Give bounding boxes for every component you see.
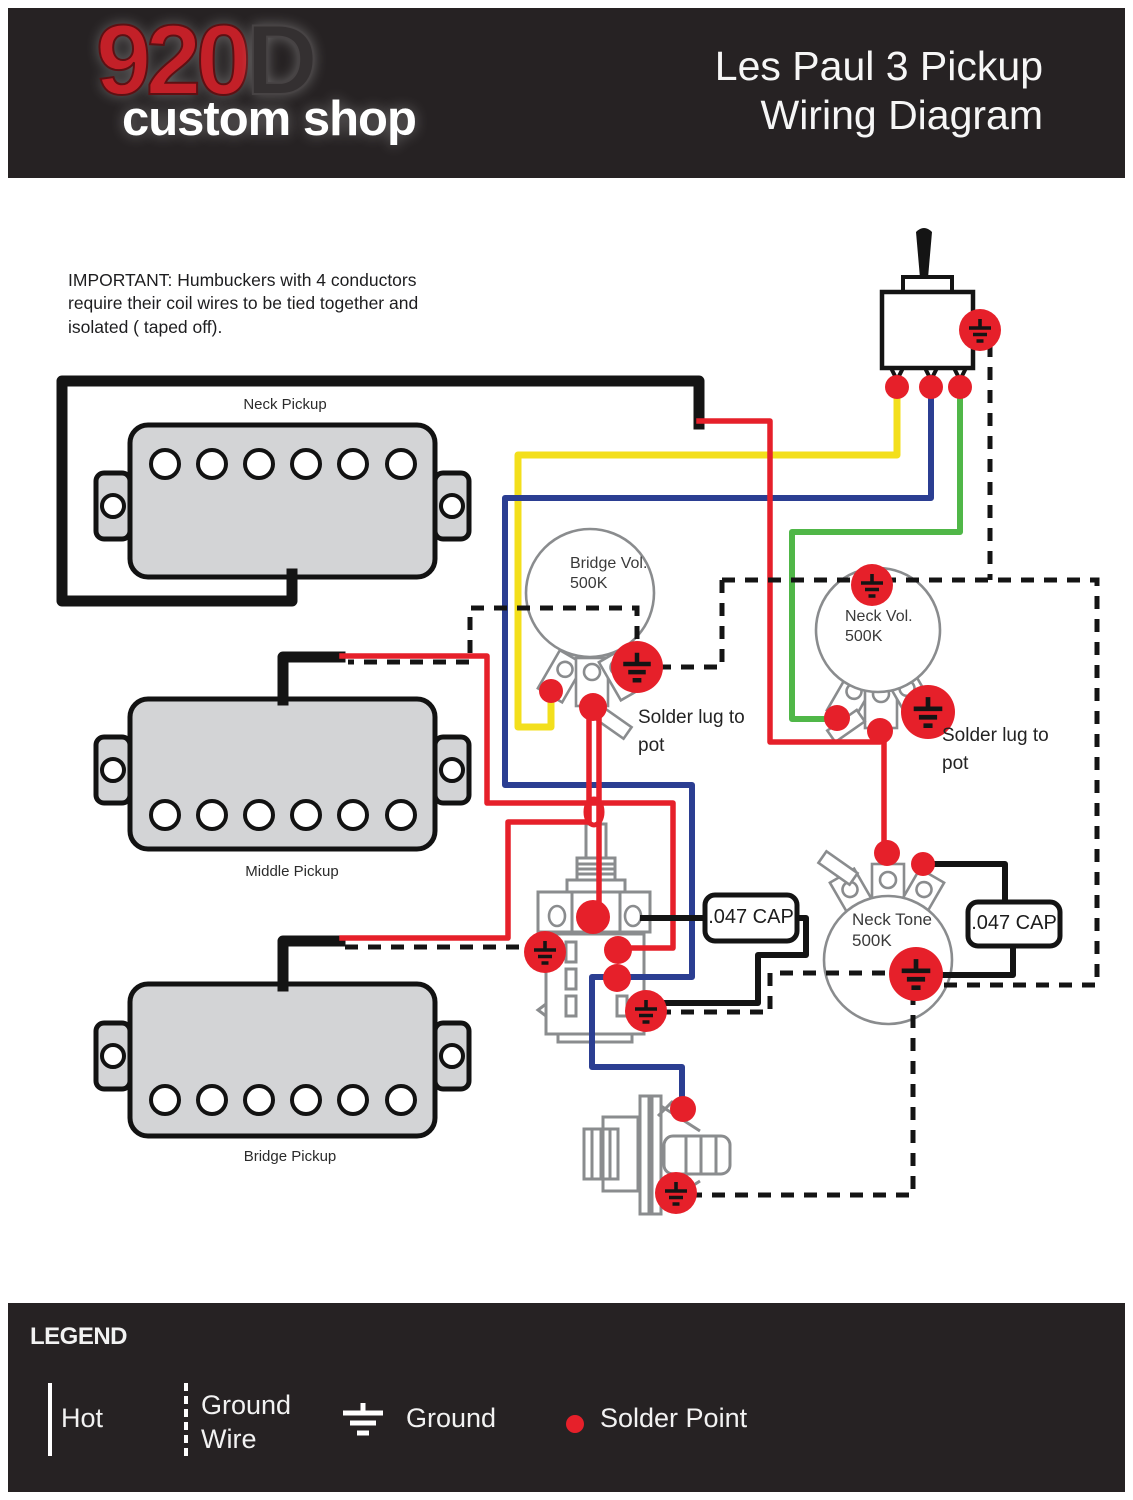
ground-solder-point (889, 947, 943, 1001)
bridge-pickup-label: Bridge Pickup (243, 1148, 337, 1165)
bridge-pickup (93, 981, 472, 1139)
bridge-pickup-cable (277, 935, 346, 992)
bridge-vol-value: 500K (570, 575, 608, 592)
ground-solder-point (959, 309, 1001, 351)
middle-pickup-poles (149, 799, 417, 831)
solder-lug-note-2: Solder lug to pot (942, 725, 1049, 774)
legend-solder-point-label: Solder Point (600, 1403, 748, 1433)
ground-solder-point (901, 685, 955, 739)
solder-point (919, 375, 943, 399)
blue-wire (502, 390, 934, 1109)
bridge-vol-label: Bridge Vol. (570, 555, 648, 572)
solder-point (867, 718, 893, 744)
page-title-line2: Wiring Diagram (760, 92, 1044, 139)
hot-wire-swatch (48, 1383, 52, 1456)
neck-pickup (93, 422, 472, 580)
cap2-label: .047 CAP (971, 912, 1057, 934)
solder-point-icon (566, 1415, 584, 1433)
solder-point (539, 679, 563, 703)
middle-pickup (93, 696, 472, 852)
solder-point (604, 936, 632, 964)
solder-point (948, 375, 972, 399)
solder-point (603, 964, 631, 992)
legend-panel: LEGEND Hot Ground Wire Ground Solder Poi… (8, 1303, 1125, 1492)
bridge-pickup-body (127, 981, 438, 1139)
cap1-wire-out (660, 915, 809, 1006)
screw-hole-icon (100, 1043, 126, 1069)
neck-vol-label: Neck Vol. (845, 608, 913, 625)
solder-point (824, 705, 850, 731)
legend-ground-label: Ground (406, 1403, 497, 1433)
screw-hole-icon (100, 493, 126, 519)
selector-shaft (584, 822, 608, 860)
toggle-switch (879, 228, 976, 385)
legend-hot-label: Hot (61, 1403, 104, 1433)
solder-point (874, 840, 900, 866)
screw-hole-icon (439, 757, 465, 783)
green-wire (789, 390, 963, 722)
legend-title: LEGEND (30, 1323, 128, 1350)
neck-vol-value: 500K (845, 628, 883, 645)
cap1-box (702, 892, 800, 944)
neck-tone-value: 500K (852, 931, 892, 950)
middle-pickup-label: Middle Pickup (245, 863, 339, 880)
logo-number: 920 (95, 4, 252, 115)
page-title-line1: Les Paul 3 Pickup (714, 43, 1043, 89)
solder-point (911, 852, 935, 876)
screw-hole-icon (439, 1043, 465, 1069)
important-note: IMPORTANT: Humbuckers with 4 conductors … (68, 269, 438, 339)
screw-hole-icon (100, 757, 126, 783)
ground-solder-point (611, 641, 663, 693)
ground-wire-swatch (184, 1383, 188, 1456)
neck-tone-label: Neck Tone (852, 910, 933, 929)
neck-pickup-body (127, 422, 438, 580)
important-note-line2: require their coil wires to be tied toge… (68, 293, 419, 314)
cap1-label: .047 CAP (708, 906, 794, 928)
wiring-diagram-canvas (56, 228, 1100, 1216)
neck-pickup-cable (56, 375, 705, 607)
page-title: Les Paul 3 Pickup Wiring Diagram (715, 42, 1043, 140)
cap2-wire-out (940, 943, 1016, 978)
ground-solder-point (524, 931, 566, 973)
yellow-wire (514, 390, 901, 731)
cap2-box (965, 899, 1063, 949)
screw-hole-icon (439, 493, 465, 519)
solder-point (670, 1096, 696, 1122)
ground-bus (345, 344, 1100, 1198)
important-note-line3: isolated ( taped off). (68, 316, 223, 337)
logo-subtitle: custom shop (122, 92, 417, 146)
middle-hot-wire (339, 653, 676, 951)
bridge-pickup-poles (149, 1084, 417, 1116)
solder-point (885, 375, 909, 399)
neck-pickup-label: Neck Pickup (243, 396, 327, 413)
ground-symbol-icon (343, 1403, 383, 1436)
wire-twist-icon (583, 796, 605, 828)
solder-lug-note-1: Solder lug to pot (638, 707, 745, 756)
ground-solder-point (851, 564, 893, 606)
cap2-wire-in (928, 861, 1008, 905)
solder-point (579, 693, 607, 721)
bridge-hot-wire (339, 707, 592, 941)
logo-letter: D (245, 4, 318, 115)
header-bar: 920D custom shop Les Paul 3 Pickup Wirin… (8, 8, 1125, 178)
toggle-body (879, 289, 976, 371)
ground-solder-point (625, 990, 667, 1032)
ground-solder-point (655, 1172, 697, 1214)
logo-920d: 920D custom shop (95, 9, 417, 146)
solder-points (524, 309, 1001, 1214)
bridge-volume-pot-body (524, 527, 656, 659)
neck-pickup-poles (149, 448, 417, 480)
important-note-line1: IMPORTANT: Humbuckers with 4 conductors (68, 270, 417, 290)
solder-point (576, 900, 610, 934)
legend-ground-wire-label: Ground Wire (201, 1390, 292, 1454)
middle-pickup-cable (277, 651, 346, 706)
toggle-bat-lever (916, 228, 932, 278)
